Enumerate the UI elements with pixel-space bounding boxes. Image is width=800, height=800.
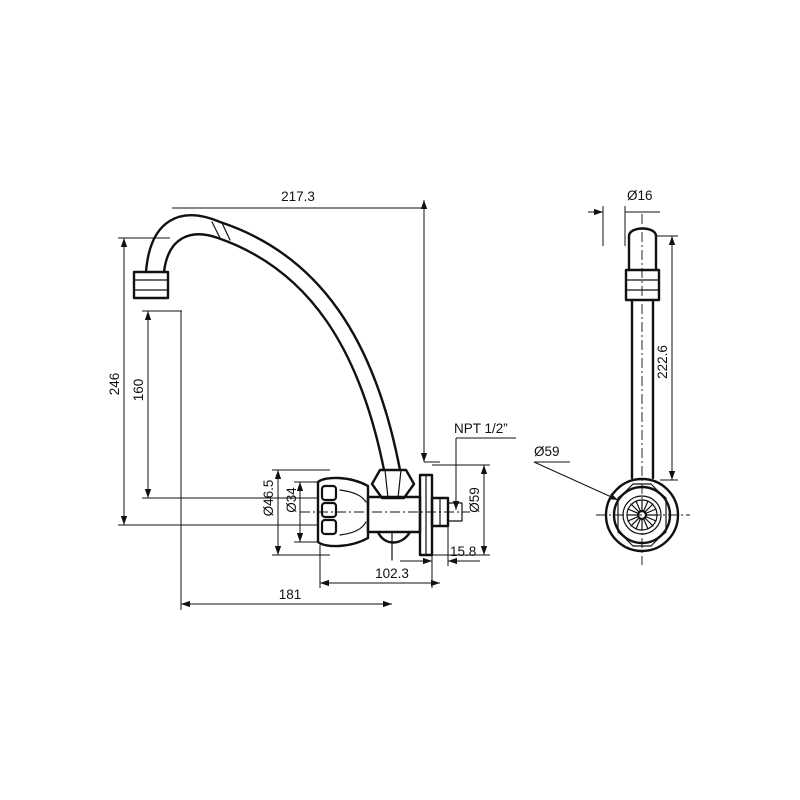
label-thread: NPT 1/2” <box>454 421 508 436</box>
handle <box>316 476 370 548</box>
dim-flange-depth: 15.8 <box>400 526 480 588</box>
label-base-diameter: Ø59 <box>534 444 560 459</box>
side-view <box>596 214 690 565</box>
label-spout-height: 160 <box>131 379 146 402</box>
side-tube <box>627 227 658 480</box>
dim-side-height: 222.6 <box>655 235 678 481</box>
dim-spout-reach: 217.3 <box>172 189 440 463</box>
label-body-length: 102.3 <box>375 566 409 581</box>
dim-tube-diameter: Ø16 <box>588 188 660 246</box>
dim-handle-diameter: Ø46.5 <box>261 469 330 556</box>
label-flange-depth: 15.8 <box>450 544 476 559</box>
spout-nut <box>370 468 416 500</box>
dim-total-height: 246 <box>107 237 318 526</box>
dim-handle-inner-diameter: Ø34 <box>284 481 318 543</box>
dim-base-diameter: Ø59 <box>533 444 619 501</box>
dim-spout-offset: 181 <box>181 587 392 608</box>
front-view-dimensions: 217.3 246 160 Ø46.5 <box>107 189 516 610</box>
label-total-height: 246 <box>107 373 122 396</box>
side-view-dimensions: Ø16 222.6 Ø59 <box>533 188 678 501</box>
label-tube-diameter: Ø16 <box>627 188 653 203</box>
valve-body <box>366 495 422 561</box>
aerator <box>132 270 170 300</box>
label-flange-diameter: Ø59 <box>467 487 482 513</box>
dim-spout-height: 160 <box>131 310 318 499</box>
front-view <box>132 214 470 561</box>
spout-tube <box>144 214 402 472</box>
label-spout-reach: 217.3 <box>281 189 315 204</box>
label-spout-offset: 181 <box>279 587 302 602</box>
label-handle-inner-diameter: Ø34 <box>284 487 299 513</box>
dim-thread: NPT 1/2” <box>452 421 516 510</box>
dim-flange-diameter: Ø59 <box>432 464 490 556</box>
label-side-height: 222.6 <box>655 345 670 379</box>
side-base <box>596 477 690 553</box>
dim-body-length: 102.3 <box>319 545 440 588</box>
label-handle-diameter: Ø46.5 <box>261 480 276 517</box>
side-aerator <box>624 268 661 302</box>
